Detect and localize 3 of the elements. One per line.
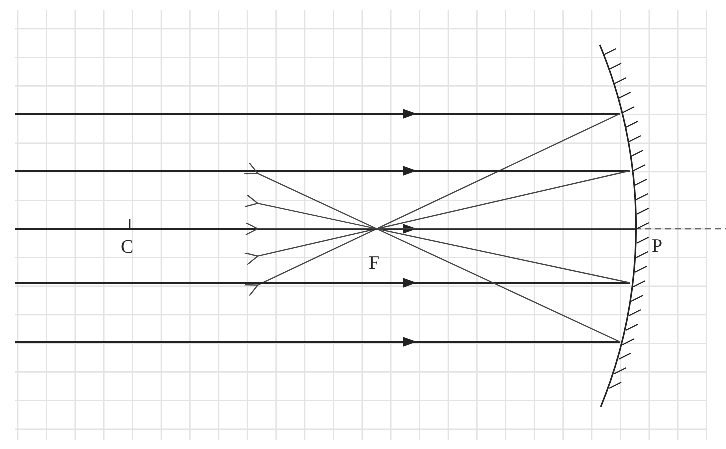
point-label: F: [369, 254, 380, 273]
point-label: C: [121, 238, 134, 257]
point-label: P: [652, 237, 663, 256]
